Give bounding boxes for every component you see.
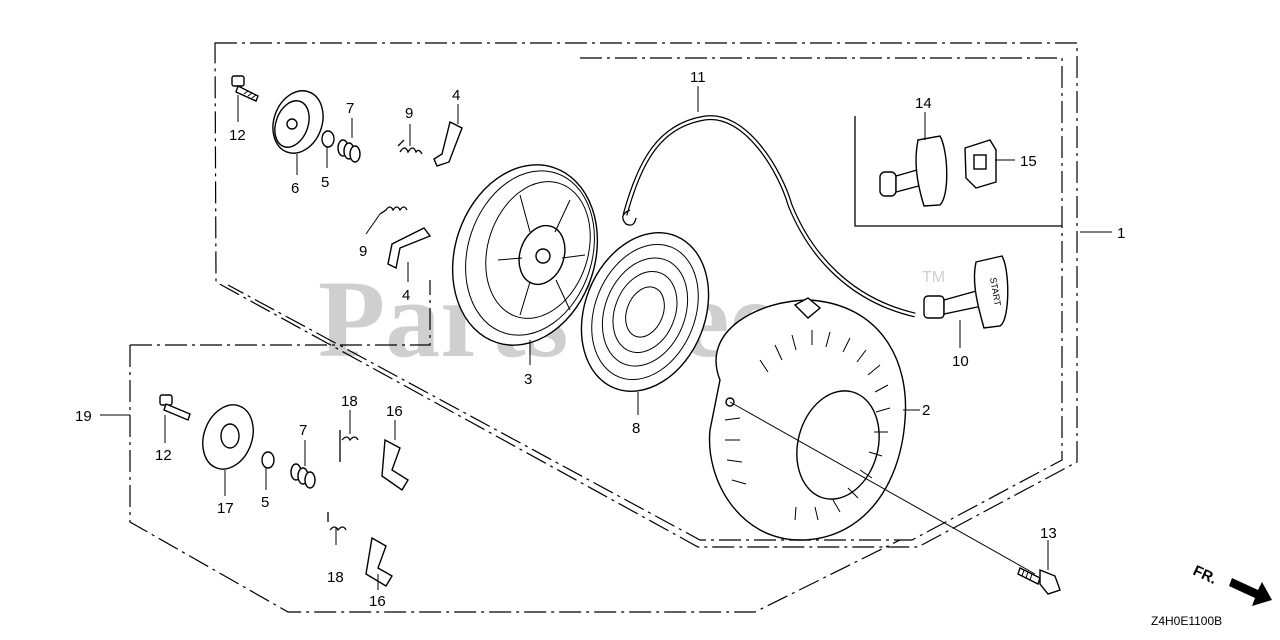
callout-5-lower: 5 bbox=[261, 494, 269, 511]
handle-start-label: START bbox=[988, 277, 1003, 307]
callout-18-lower: 18 bbox=[327, 569, 344, 586]
callout-18-upper: 18 bbox=[341, 393, 358, 410]
spring-clip-18-lower bbox=[327, 512, 347, 532]
callout-15: 15 bbox=[1020, 153, 1037, 170]
ratchet-6 bbox=[272, 90, 324, 154]
spring-clip-9-lower bbox=[379, 206, 408, 215]
front-direction-arrow: FR. bbox=[1190, 562, 1272, 606]
bolt-12-lower bbox=[159, 394, 191, 421]
callout-6: 6 bbox=[291, 180, 299, 197]
callout-1: 1 bbox=[1117, 225, 1125, 242]
ratchet-17 bbox=[202, 404, 254, 470]
flange-bolt-13 bbox=[1017, 567, 1061, 595]
assembly-boundary-main bbox=[214, 42, 1078, 548]
callout-8: 8 bbox=[632, 420, 640, 437]
recoil-spring-8 bbox=[580, 232, 710, 392]
callout-16-lower: 16 bbox=[369, 593, 386, 610]
bolt-12-upper bbox=[231, 75, 259, 102]
callout-11: 11 bbox=[690, 69, 706, 86]
front-direction-label: FR. bbox=[1190, 562, 1219, 588]
washer-5-lower bbox=[261, 451, 275, 469]
spring-clip-18-upper bbox=[339, 430, 359, 462]
spring-7-upper bbox=[337, 139, 361, 163]
friction-guide-16-lower bbox=[365, 536, 393, 587]
callout-7-lower: 7 bbox=[299, 422, 307, 439]
callout-10: 10 bbox=[952, 353, 969, 370]
callout-12-lower: 12 bbox=[155, 447, 172, 464]
callout-14: 14 bbox=[915, 95, 932, 112]
friction-guide-4-upper bbox=[433, 120, 463, 167]
callout-4-upper: 4 bbox=[452, 87, 460, 104]
diagram-code: Z4H0E1100B bbox=[1151, 614, 1222, 628]
insert-15 bbox=[964, 139, 997, 189]
callout-3: 3 bbox=[524, 371, 532, 388]
callout-16-upper: 16 bbox=[386, 403, 403, 420]
callout-19: 19 bbox=[75, 408, 92, 425]
callout-9-lower: 9 bbox=[359, 243, 367, 260]
callout-13: 13 bbox=[1040, 525, 1057, 542]
callout-12-upper: 12 bbox=[229, 127, 246, 144]
handle-14 bbox=[879, 135, 948, 207]
assembly-boundary-lower bbox=[129, 280, 901, 613]
friction-guide-4-lower bbox=[387, 227, 432, 270]
leader-lines bbox=[100, 86, 1112, 590]
assembly-boundary-large bbox=[227, 57, 1063, 541]
callout-5-upper: 5 bbox=[321, 174, 329, 191]
bracket-14-15 bbox=[854, 116, 1062, 227]
callout-17: 17 bbox=[217, 500, 234, 517]
spring-clip-9-upper bbox=[397, 139, 423, 155]
callout-7-upper: 7 bbox=[346, 100, 354, 117]
friction-guide-16-upper bbox=[381, 438, 409, 492]
reel-3 bbox=[451, 164, 599, 346]
starter-case-2 bbox=[708, 297, 907, 541]
starter-handle-10: START bbox=[923, 255, 1009, 329]
callout-4-lower: 4 bbox=[402, 287, 410, 304]
callout-9-upper: 9 bbox=[405, 105, 413, 122]
washer-5-upper bbox=[321, 130, 335, 148]
callout-2: 2 bbox=[922, 402, 930, 419]
spring-7-lower bbox=[290, 463, 316, 489]
watermark-trademark: TM bbox=[922, 269, 945, 286]
